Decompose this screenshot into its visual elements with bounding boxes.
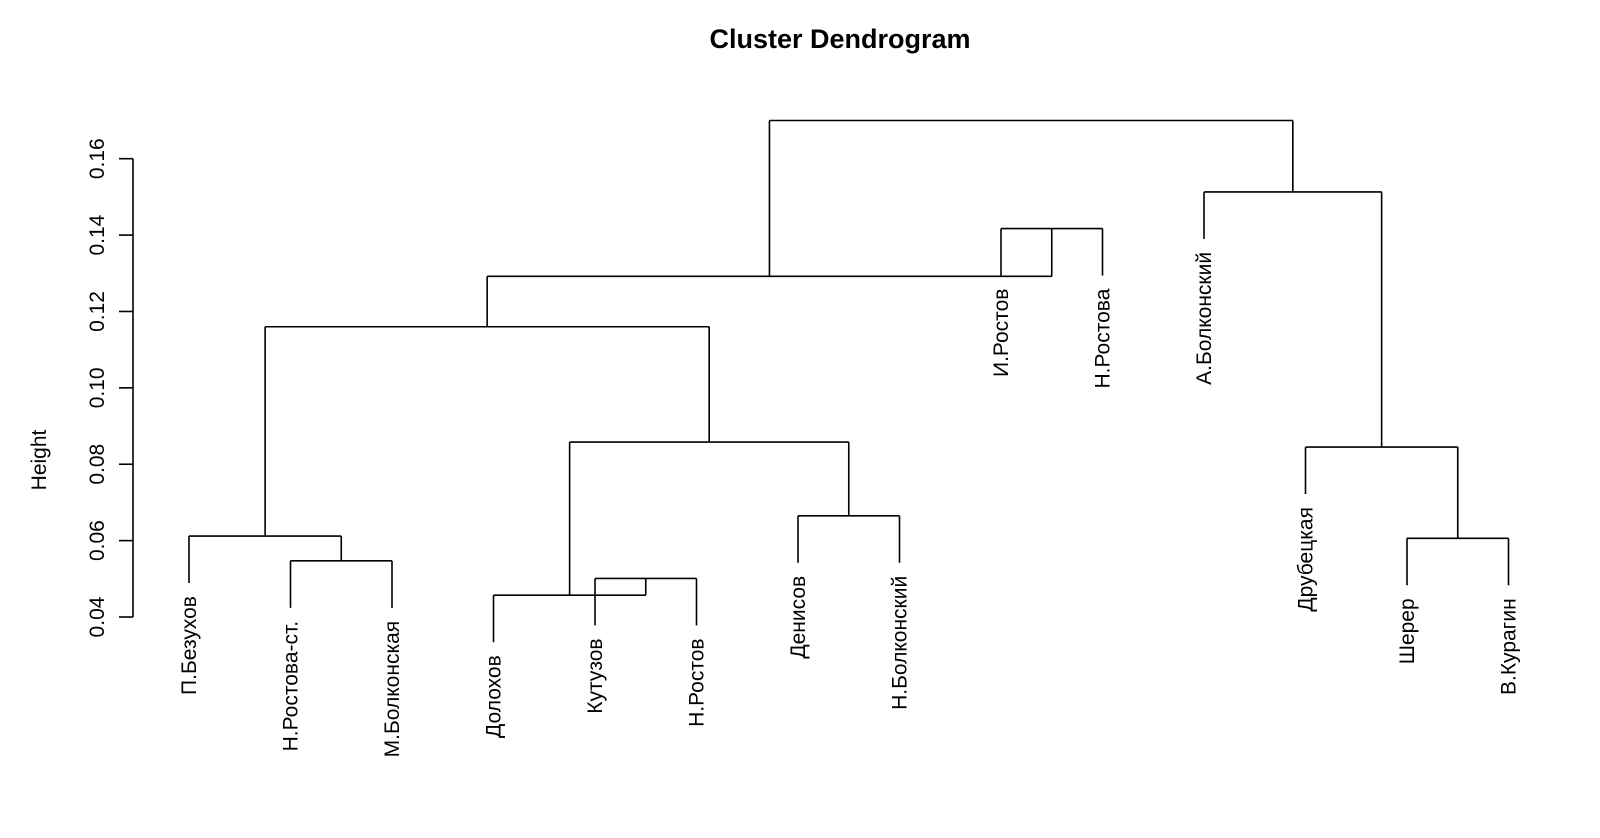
y-tick-label: 0.10 [86,367,109,408]
leaf-label: Кутузов [584,638,607,713]
y-tick-label: 0.08 [86,444,109,485]
leaf-label: Денисов [787,576,810,659]
leaf-label: П.Безухов [178,596,201,695]
y-tick-label: 0.06 [86,520,109,561]
y-axis: 0.04 0.06 0.08 0.10 0.12 0.14 0.16 [86,138,134,637]
y-tick-label: 0.14 [86,214,109,255]
leaf-label: А.Болконский [1193,252,1216,385]
y-tick-label: 0.04 [86,596,109,637]
leaf-label: Н.Ростова [1092,288,1115,388]
leaf-label: Друбецкая [1295,507,1318,612]
leaf-label: Долохов [483,655,506,738]
leaf-label: Н.Болконский [889,576,912,710]
leaf-label: И.Ростов [990,289,1013,377]
chart-title: Cluster Dendrogram [709,24,970,54]
leaf-label: В.Курагин [1498,598,1521,695]
leaf-label: Шерер [1396,598,1419,664]
y-tick-label: 0.12 [86,291,109,332]
leaf-label: Н.Ростов [686,638,709,726]
leaf-label: М.Болконская [381,621,404,757]
y-axis-label: Height [28,429,51,490]
y-tick-label: 0.16 [86,138,109,179]
leaf-labels: П.Безухов Н.Ростова-ст. М.Болконская Долохо… [178,252,1521,757]
dendrogram-branches [188,119,1510,643]
leaf-label: Н.Ростова-ст. [280,621,303,752]
